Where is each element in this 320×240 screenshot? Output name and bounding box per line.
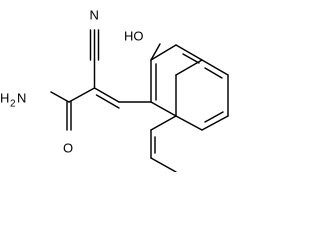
amide-subscript-label: 2 — [10, 99, 16, 110]
ring-right-top-edge — [201, 59, 229, 76]
bottom-ring-bottom-edge — [150, 157, 177, 172]
right-ring-inner-double-a — [204, 67, 223, 79]
hydroxyl-label: HO — [124, 28, 144, 43]
ring-left-top-edge — [150, 44, 177, 61]
ring-right-bottom-edge — [175, 115, 203, 131]
ring-right-lower-right-edge — [201, 115, 229, 131]
amide-label-group: H 2 N — [0, 90, 26, 109]
carbonyl-oxygen-label: O — [63, 140, 73, 155]
ring-left-top-right-edge — [175, 44, 203, 61]
amide-n-label: N — [17, 90, 26, 105]
hydroxyl-bond — [150, 43, 161, 61]
alkene-double-bond-main — [93, 87, 120, 103]
alkene-to-amide-bond — [68, 87, 96, 103]
bond-lines — [50, 29, 229, 172]
amide-n-bond — [50, 91, 70, 103]
alkene-double-bond-inner — [95, 94, 120, 109]
left-ring-inner-double-a — [182, 53, 200, 64]
bottom-ring-left-edge — [150, 115, 177, 131]
nitrile-nitrogen-label: N — [90, 7, 99, 22]
amide-h-label: H — [0, 90, 9, 105]
ring-left-lower-left-edge — [150, 101, 177, 117]
chemical-structure-diagram: N HO H 2 N O — [0, 7, 229, 172]
right-ring-inner-double-b — [204, 111, 224, 123]
